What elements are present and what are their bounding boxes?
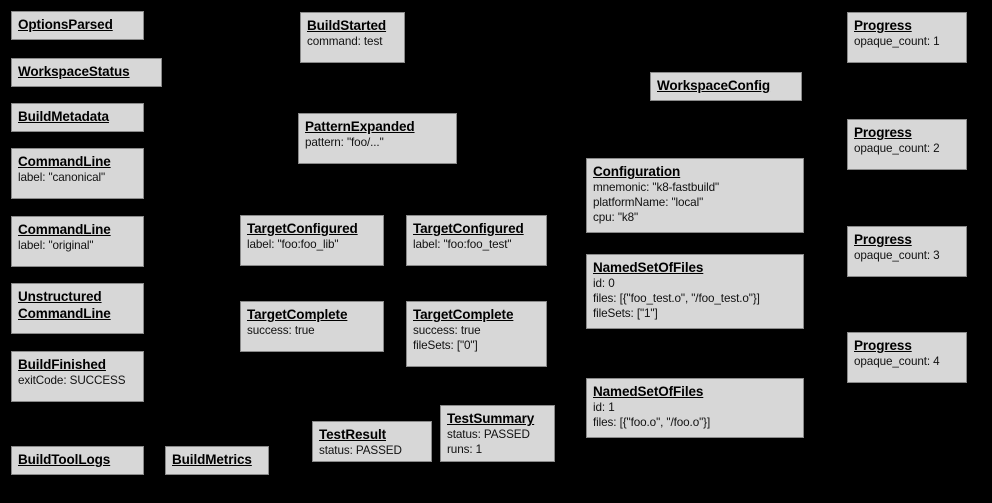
event-node-fields: label: "foo:foo_test" (413, 237, 541, 252)
event-node-build-metadata[interactable]: BuildMetadata (11, 103, 144, 132)
event-node-progress-4[interactable]: Progress opaque_count: 4 (847, 332, 967, 383)
event-node-field: mnemonic: "k8-fastbuild" (593, 181, 720, 194)
event-node-field: label: "foo:foo_test" (413, 238, 512, 251)
event-node-title: CommandLine (18, 154, 111, 169)
event-node-field: opaque_count: 1 (854, 35, 940, 48)
event-node-title: TargetComplete (247, 307, 348, 322)
event-node-field: platformName: "local" (593, 196, 704, 209)
event-node-fields: id: 1 files: [{"foo.o", "/foo.o"}] (593, 400, 798, 430)
event-node-field: status: PASSED (447, 428, 530, 441)
event-node-title: BuildMetadata (18, 109, 109, 124)
event-node-field: label: "original" (18, 239, 94, 252)
event-node-title: TargetConfigured (247, 221, 358, 236)
event-node-progress-1[interactable]: Progress opaque_count: 1 (847, 12, 967, 63)
event-node-field: fileSets: ["0"] (413, 339, 478, 352)
event-node-test-result[interactable]: TestResult status: PASSED (312, 421, 432, 462)
event-node-field: id: 1 (593, 401, 615, 414)
event-node-fields: status: PASSED runs: 1 (447, 427, 549, 457)
event-node-title: Unstructured CommandLine (18, 289, 111, 321)
event-node-field: label: "foo:foo_lib" (247, 238, 339, 251)
event-node-progress-2[interactable]: Progress opaque_count: 2 (847, 119, 967, 170)
event-node-field: opaque_count: 3 (854, 249, 940, 262)
event-node-named-set-of-files-1[interactable]: NamedSetOfFiles id: 1 files: [{"foo.o", "/… (586, 378, 804, 438)
event-node-target-complete-lib[interactable]: TargetComplete success: true (240, 301, 384, 352)
event-node-target-configured-foo-lib[interactable]: TargetConfigured label: "foo:foo_lib" (240, 215, 384, 266)
event-node-fields: status: PASSED (319, 443, 426, 458)
event-node-title: TestResult (319, 427, 387, 442)
event-node-title: BuildToolLogs (18, 452, 111, 467)
event-node-title: PatternExpanded (305, 119, 415, 134)
event-node-title: TargetComplete (413, 307, 514, 322)
event-node-title: BuildMetrics (172, 452, 252, 467)
event-node-title: WorkspaceStatus (18, 64, 130, 79)
event-node-field: label: "canonical" (18, 171, 106, 184)
event-node-title: NamedSetOfFiles (593, 260, 704, 275)
event-node-field: files: [{"foo.o", "/foo.o"}] (593, 416, 711, 429)
event-node-fields: opaque_count: 2 (854, 141, 961, 156)
event-node-fields: command: test (307, 34, 399, 49)
event-node-field: cpu: "k8" (593, 211, 639, 224)
event-node-fields: mnemonic: "k8-fastbuild" platformName: "l… (593, 180, 798, 225)
event-node-field: success: true (413, 324, 481, 337)
event-node-build-started[interactable]: BuildStarted command: test (300, 12, 405, 63)
event-node-field: runs: 1 (447, 443, 483, 456)
event-node-title: Progress (854, 232, 912, 247)
event-node-title: WorkspaceConfig (657, 78, 771, 93)
event-node-title: CommandLine (18, 222, 111, 237)
event-node-title: NamedSetOfFiles (593, 384, 704, 399)
event-node-field: command: test (307, 35, 383, 48)
event-node-fields: success: true (247, 323, 378, 338)
event-node-fields: success: true fileSets: ["0"] (413, 323, 541, 353)
event-node-field: success: true (247, 324, 315, 337)
event-node-progress-3[interactable]: Progress opaque_count: 3 (847, 226, 967, 277)
event-node-build-metrics[interactable]: BuildMetrics (165, 446, 269, 475)
event-node-field: id: 0 (593, 277, 615, 290)
event-node-target-configured-foo-test[interactable]: TargetConfigured label: "foo:foo_test" (406, 215, 547, 266)
event-node-target-complete-test[interactable]: TargetComplete success: true fileSets: ["0… (406, 301, 547, 367)
event-node-workspace-status[interactable]: WorkspaceStatus (11, 58, 162, 87)
event-node-pattern-expanded[interactable]: PatternExpanded pattern: "foo/..." (298, 113, 457, 164)
event-node-fields: pattern: "foo/..." (305, 135, 451, 150)
event-node-command-line-canonical[interactable]: CommandLine label: "canonical" (11, 148, 144, 199)
event-node-fields: exitCode: SUCCESS (18, 373, 138, 388)
event-node-field: status: PASSED (319, 444, 402, 457)
event-node-fields: opaque_count: 3 (854, 248, 961, 263)
event-node-title: TargetConfigured (413, 221, 524, 236)
event-node-title: BuildStarted (307, 18, 387, 33)
event-node-title: Progress (854, 18, 912, 33)
event-node-title: Progress (854, 125, 912, 140)
event-node-title: TestSummary (447, 411, 535, 426)
event-node-test-summary[interactable]: TestSummary status: PASSED runs: 1 (440, 405, 555, 462)
event-node-named-set-of-files-0[interactable]: NamedSetOfFiles id: 0 files: [{"foo_test.o… (586, 254, 804, 329)
event-node-field: files: [{"foo_test.o", "/foo_test.o"}] (593, 292, 760, 305)
event-node-build-tool-logs[interactable]: BuildToolLogs (11, 446, 144, 475)
event-node-field: fileSets: ["1"] (593, 307, 658, 320)
event-node-fields: opaque_count: 4 (854, 354, 961, 369)
event-node-field: opaque_count: 4 (854, 355, 940, 368)
event-node-fields: label: "canonical" (18, 170, 138, 185)
event-node-fields: label: "original" (18, 238, 138, 253)
event-node-fields: opaque_count: 1 (854, 34, 961, 49)
event-node-build-finished[interactable]: BuildFinished exitCode: SUCCESS (11, 351, 144, 402)
event-node-command-line-original[interactable]: CommandLine label: "original" (11, 216, 144, 267)
event-node-unstructured-command-line[interactable]: Unstructured CommandLine (11, 283, 144, 334)
event-node-field: opaque_count: 2 (854, 142, 940, 155)
event-node-field: pattern: "foo/..." (305, 136, 384, 149)
event-node-title: Progress (854, 338, 912, 353)
event-node-fields: id: 0 files: [{"foo_test.o", "/foo_test.o… (593, 276, 798, 321)
event-node-options-parsed[interactable]: OptionsParsed (11, 11, 144, 40)
event-node-field: exitCode: SUCCESS (18, 374, 126, 387)
event-node-title: BuildFinished (18, 357, 106, 372)
event-node-workspace-config[interactable]: WorkspaceConfig (650, 72, 802, 101)
event-node-title: Configuration (593, 164, 681, 179)
event-node-fields: label: "foo:foo_lib" (247, 237, 378, 252)
event-node-title: OptionsParsed (18, 17, 113, 32)
event-node-configuration[interactable]: Configuration mnemonic: "k8-fastbuild" pla… (586, 158, 804, 233)
